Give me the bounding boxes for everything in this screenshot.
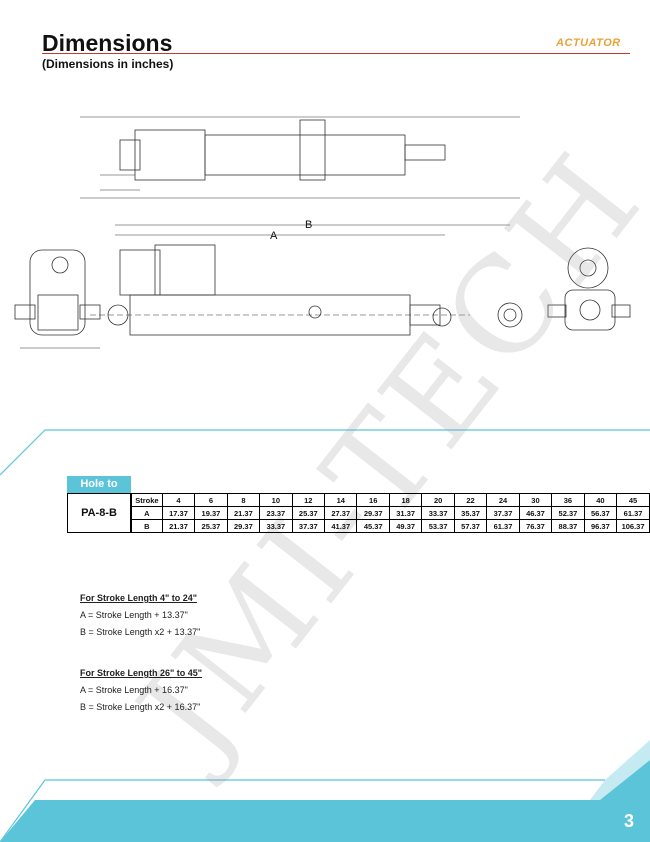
table-header-cell: 16	[356, 493, 390, 507]
page-title: Dimensions	[42, 30, 173, 56]
table-cell: 88.37	[551, 519, 585, 533]
table-cell: 29.37	[226, 519, 261, 533]
table-row-label: A	[131, 506, 163, 520]
table-cell: 19.37	[194, 506, 228, 520]
table-header-cell: 30	[518, 493, 553, 507]
right-end-view-drawing	[547, 247, 631, 331]
table-header-cell: 14	[324, 493, 358, 507]
formula-a-short: A = Stroke Length + 13.37"	[80, 610, 188, 620]
table-header-cell: 24	[486, 493, 520, 507]
table-cell: 57.37	[453, 519, 488, 533]
table-cell: 31.37	[388, 506, 423, 520]
page-number: 3	[623, 811, 634, 831]
table-cell: 96.37	[583, 519, 618, 533]
table-cell: 37.37	[486, 506, 520, 520]
formula-b-long: B = Stroke Length x2 + 16.37"	[80, 702, 201, 712]
table-cell: 61.37	[616, 506, 650, 520]
table-cell: 41.37	[324, 519, 358, 533]
table-cell: 17.37	[161, 506, 196, 520]
table-cell: 52.37	[551, 506, 585, 520]
table-row: B 21.37 25.37 29.37 33.37 37.37 41.37 45…	[131, 519, 650, 533]
hole-to-hole-tab: Hole to Hole	[67, 476, 131, 507]
table-cell: 33.37	[421, 506, 455, 520]
formula-heading-short: For Stroke Length 4" to 24"	[80, 593, 198, 603]
table-cell: 21.37	[226, 506, 261, 520]
table-header-cell: 12	[291, 493, 326, 507]
dimension-label-b: B	[305, 219, 312, 231]
front-view-drawing	[90, 224, 523, 336]
table-header-cell: 36	[551, 493, 585, 507]
table-header-cell: 8	[226, 493, 261, 507]
brand-logo: ACTUATOR	[556, 37, 621, 49]
table-cell: 61.37	[486, 519, 520, 533]
table-row-label: B	[131, 519, 163, 533]
formula-a-long: A = Stroke Length + 16.37"	[80, 685, 188, 695]
table-cell: 21.37	[161, 519, 196, 533]
dimensions-table: Stroke 4 6 8 10 12 14 16 18 20 22 24 30 …	[131, 493, 650, 533]
table-cell: 35.37	[453, 506, 488, 520]
table-cell: 25.37	[291, 506, 326, 520]
top-view-drawing	[80, 116, 520, 199]
dimension-label-a: A	[270, 230, 278, 242]
table-cell: 45.37	[356, 519, 390, 533]
table-header-cell: 4	[161, 493, 196, 507]
model-label: PA-8-B	[67, 493, 131, 533]
table-row: A 17.37 19.37 21.37 23.37 25.37 27.37 29…	[131, 506, 650, 520]
formula-heading-long: For Stroke Length 26" to 45"	[80, 668, 203, 678]
table-header-row: Stroke 4 6 8 10 12 14 16 18 20 22 24 30 …	[131, 493, 650, 507]
table-cell: 27.37	[324, 506, 358, 520]
table-cell: 49.37	[388, 519, 423, 533]
formula-b-short: B = Stroke Length x2 + 13.37"	[80, 627, 201, 637]
dimension-drawing: B A	[14, 116, 631, 349]
left-end-view-drawing	[14, 249, 101, 349]
title-underline	[42, 53, 630, 54]
table-cell: 29.37	[356, 506, 390, 520]
table-cell: 56.37	[583, 506, 618, 520]
table-cell: 33.37	[259, 519, 293, 533]
table-cell: 53.37	[421, 519, 455, 533]
table-header-cell: 18	[388, 493, 423, 507]
page-subtitle: (Dimensions in inches)	[42, 57, 174, 71]
table-header-cell: 22	[453, 493, 488, 507]
table-cell: 23.37	[259, 506, 293, 520]
table-cell: 76.37	[518, 519, 553, 533]
table-header-cell: 20	[421, 493, 455, 507]
table-cell: 46.37	[518, 506, 553, 520]
table-header-cell: 10	[259, 493, 293, 507]
table-header-cell: 45	[616, 493, 650, 507]
table-header-cell: 40	[583, 493, 618, 507]
table-header-label: Stroke	[131, 493, 163, 507]
table-cell: 106.37	[616, 519, 650, 533]
table-cell: 25.37	[194, 519, 228, 533]
table-cell: 37.37	[291, 519, 326, 533]
table-header-cell: 6	[194, 493, 228, 507]
